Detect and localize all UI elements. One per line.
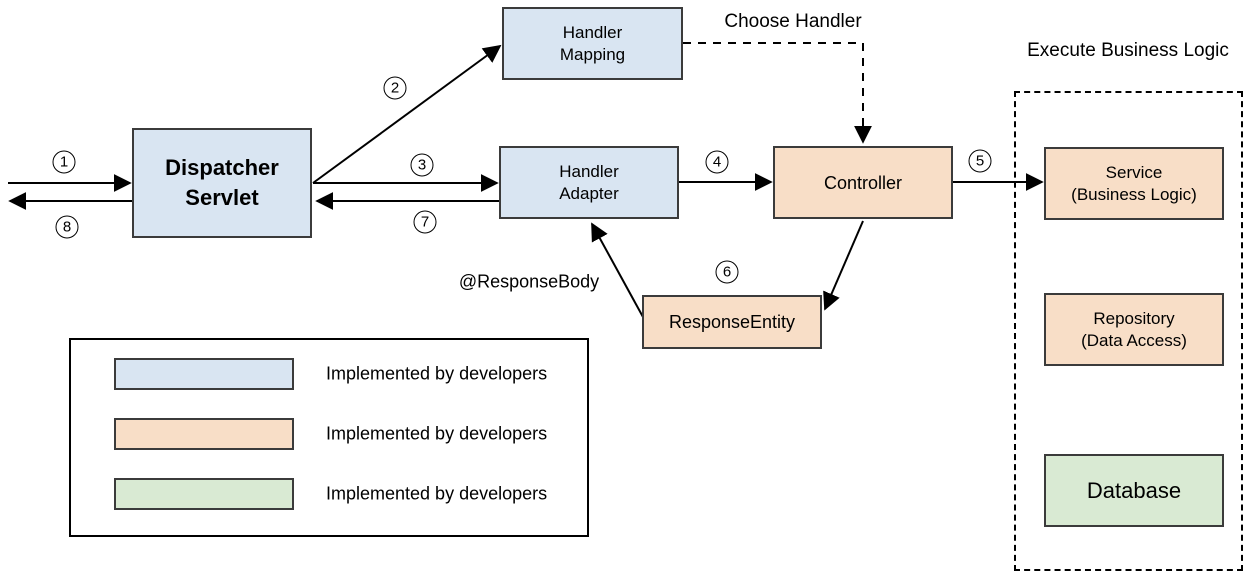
arrow-response-body-to-adapter: [591, 222, 644, 318]
controller-node: Controller: [773, 146, 953, 219]
handler-adapter-label-line1: Handler: [559, 161, 619, 181]
execute-business-logic-region: [1014, 91, 1243, 571]
dispatcher-servlet-label-line2: Servlet: [185, 185, 259, 210]
step-4-badge: 4: [705, 150, 729, 174]
service-node: Service (Business Logic): [1044, 147, 1224, 220]
step-7-badge: 7: [413, 210, 437, 234]
response-entity-node: ResponseEntity: [642, 295, 822, 349]
service-label-line1: Service: [1105, 162, 1163, 182]
handler-mapping-node: Handler Mapping: [502, 7, 683, 80]
legend-label-blue: Implemented by developers: [326, 363, 548, 384]
database-label: Database: [1086, 477, 1182, 503]
step-1-badge: 1: [52, 150, 76, 174]
dispatcher-servlet-node: Dispatcher Servlet: [132, 128, 312, 238]
legend-label-peach: Implemented by developers: [326, 423, 548, 444]
legend-swatch-peach: [114, 418, 294, 450]
arrow-step-2-to-handler-mapping: [312, 44, 502, 184]
choose-handler-label: Choose Handler: [724, 11, 862, 32]
legend-swatch-green: [114, 478, 294, 510]
step-5-badge: 5: [968, 149, 992, 173]
arrow-step-6-to-response-entity: [823, 220, 864, 311]
repository-node: Repository (Data Access): [1044, 293, 1224, 366]
step-8-badge: 8: [55, 215, 79, 239]
legend-label-green: Implemented by developers: [326, 483, 548, 504]
legend-box: Implemented by developers Implemented by…: [69, 338, 589, 537]
step-3-badge: 3: [410, 153, 434, 177]
execute-business-logic-label: Execute Business Logic: [1027, 40, 1229, 61]
step-6-badge: 6: [715, 260, 739, 284]
repository-label-line1: Repository: [1093, 308, 1175, 328]
handler-mapping-label-line1: Handler: [562, 22, 623, 42]
handler-mapping-label-line2: Mapping: [559, 44, 626, 64]
handler-adapter-node: Handler Adapter: [499, 146, 679, 219]
repository-label-line2: (Data Access): [1081, 330, 1187, 350]
step-2-badge: 2: [383, 76, 407, 100]
legend-swatch-blue: [114, 358, 294, 390]
dashed-arrow-choose-handler: [683, 42, 872, 144]
handler-adapter-label-line2: Adapter: [559, 183, 619, 203]
response-entity-label: ResponseEntity: [668, 312, 796, 332]
dispatcher-servlet-label-line1: Dispatcher: [165, 155, 279, 180]
controller-label: Controller: [823, 172, 903, 193]
service-label-line2: (Business Logic): [1071, 184, 1197, 204]
response-body-label: @ResponseBody: [458, 271, 600, 292]
database-node: Database: [1044, 454, 1224, 527]
